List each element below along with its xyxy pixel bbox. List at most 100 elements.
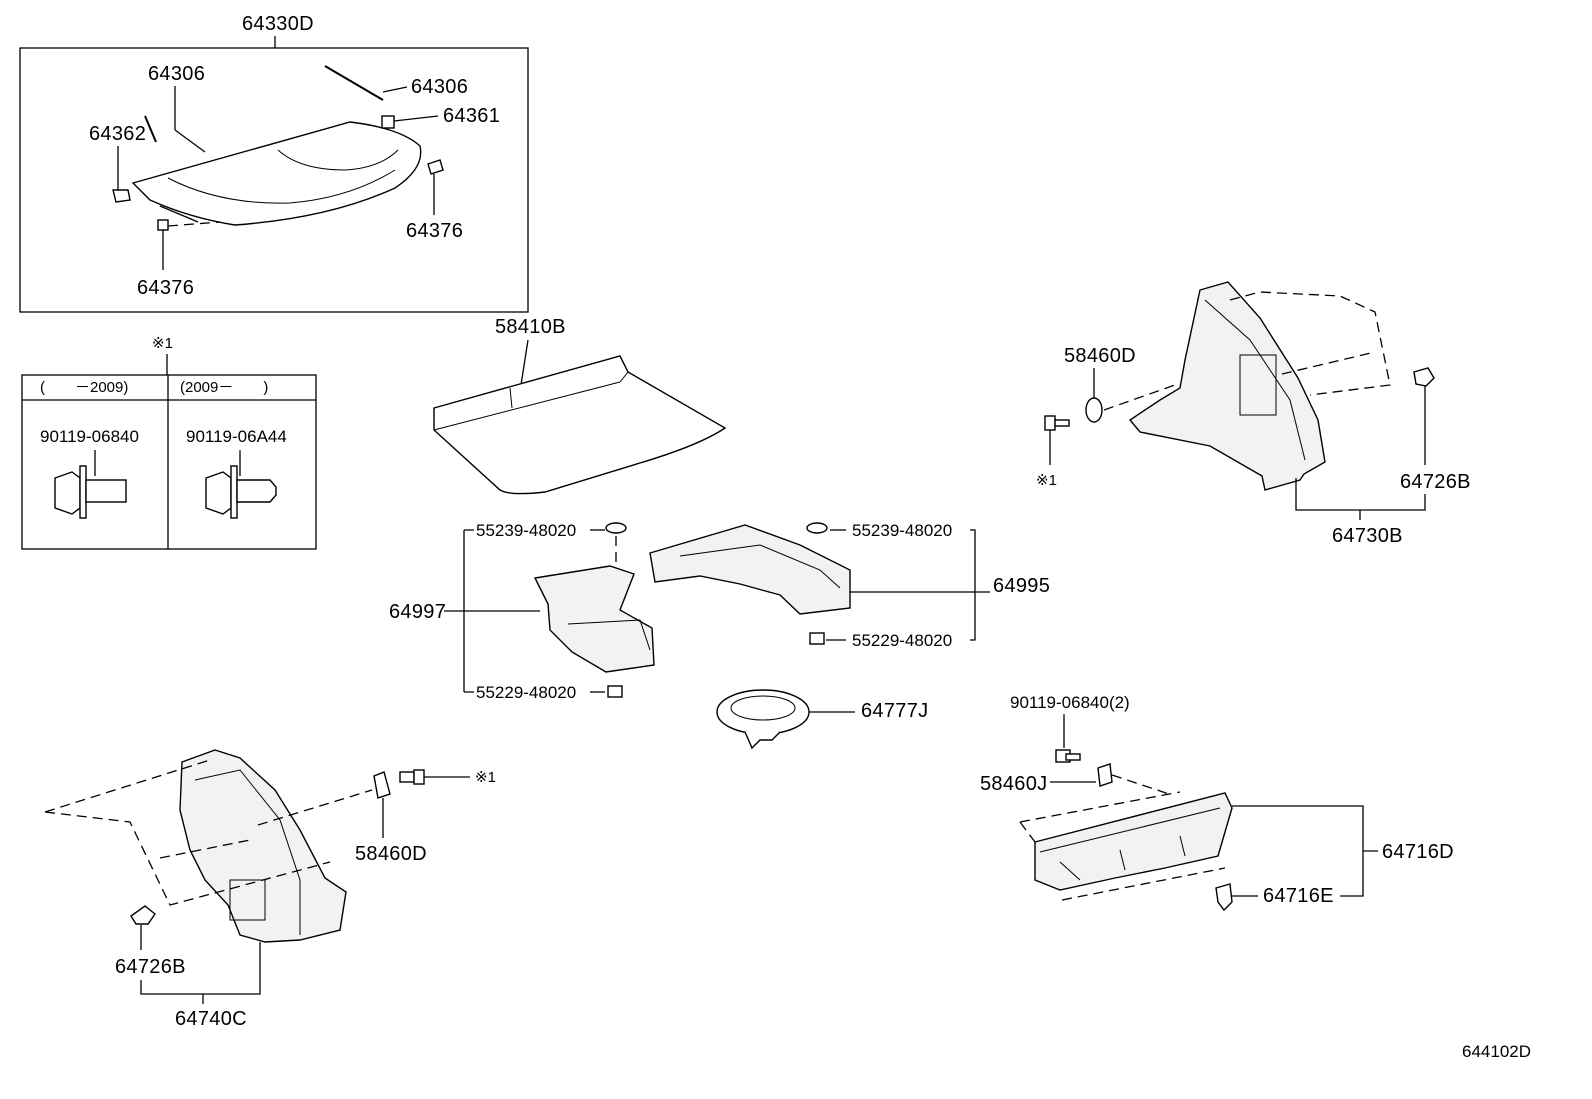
right-trim-dash-outline (1229, 291, 1391, 396)
tonneau-cover-group: 64330D 64306 64306 64361 64362 64376 643… (19, 13, 529, 313)
rear-trim-dash-outline (1019, 791, 1226, 901)
tray-group: 64777J (716, 689, 928, 750)
clip-64716e-icon (1215, 883, 1233, 912)
deck-board-group: 58410B (433, 316, 727, 495)
left-trim-dash-outline (44, 759, 331, 906)
label-64716e[interactable]: 64716E (1263, 885, 1334, 907)
inset-frame (21, 374, 317, 550)
right-trim-edge (1204, 299, 1306, 461)
left-trim-group: 58460D ※1 64726B 64740C (44, 749, 496, 1030)
holder-64376-bottom-icon (157, 219, 169, 231)
inset-header-right: (2009－ ) (180, 379, 268, 396)
label-64362[interactable]: 64362 (89, 123, 146, 145)
leader-64361 (393, 115, 439, 122)
clip-64362-icon (112, 189, 131, 203)
storage-box-left-group: 64997 55239-48020 55229-48020 (389, 521, 655, 702)
rear-trim-dash-2 (1111, 774, 1173, 796)
leader-58410b (520, 339, 529, 386)
label-64306-left[interactable]: 64306 (148, 63, 205, 85)
storage-box-left (533, 565, 655, 673)
rear-trim-panel (1034, 792, 1233, 891)
tonneau-box-frame (19, 47, 529, 313)
label-64777j[interactable]: 64777J (861, 700, 928, 722)
inset-part-right[interactable]: 90119-06A44 (186, 427, 287, 446)
clip-64361-icon (381, 115, 395, 129)
rod-left (144, 115, 157, 143)
washer-58460d-left-icon (373, 771, 391, 799)
inset-part-left[interactable]: 90119-06840 (40, 427, 139, 446)
label-64730b[interactable]: 64730B (1332, 525, 1403, 547)
clip-64726b-left-icon (130, 905, 156, 925)
tray-body (716, 689, 810, 735)
washer-58460d-icon (1085, 397, 1103, 423)
deck-edge-2 (433, 381, 621, 431)
bolt-small-right-icon (1044, 415, 1070, 431)
label-64330d[interactable]: 64330D (242, 13, 314, 35)
nut-58460j-icon (1097, 763, 1113, 787)
right-trim-panel (1128, 281, 1326, 491)
label-64376-bottom[interactable]: 64376 (137, 277, 194, 299)
bolt-small-left-icon (399, 769, 425, 785)
tonneau-cover-panel (131, 121, 422, 226)
left-trim-panel (179, 749, 347, 943)
bracket-64716d (1232, 805, 1378, 897)
bolt-icon-right (205, 465, 277, 519)
diagram-code: 644102D (1462, 1042, 1531, 1061)
inset-header-left: ( －2009) (40, 379, 128, 396)
right-trim-dash-2 (1281, 351, 1376, 375)
bracket-64997 (463, 529, 540, 693)
label-64361[interactable]: 64361 (443, 105, 500, 127)
note-mark-right: ※1 (1036, 472, 1057, 489)
label-55239-right[interactable]: 55239-48020 (852, 521, 952, 540)
inset-note-mark: ※1 (152, 335, 173, 352)
cover-contour (167, 169, 396, 204)
bolt-rear-icon (1055, 749, 1081, 763)
plug-55229-right-icon (809, 632, 825, 645)
deck-fold (509, 387, 513, 409)
cover-contour-2 (277, 149, 399, 171)
rod-bottom (159, 205, 199, 223)
label-64726b-right[interactable]: 64726B (1400, 471, 1471, 493)
rear-trim-group: 90119-06840(2) 58460J 64716E 64716D (980, 693, 1454, 912)
clip-64726b-right-icon (1413, 367, 1435, 387)
tray-inner (730, 695, 796, 721)
plug-55239-right-icon (806, 522, 828, 534)
left-trim-window (229, 879, 266, 921)
label-64716d[interactable]: 64716D (1382, 841, 1454, 863)
dash-bolt-right (1103, 384, 1176, 411)
box-left-detail (567, 619, 651, 651)
label-58460d-right[interactable]: 58460D (1064, 345, 1136, 367)
bracket-64995 (850, 529, 990, 641)
bolt-icon-left (54, 465, 127, 519)
label-58460d-left[interactable]: 58460D (355, 843, 427, 865)
holder-64376-right-icon (427, 159, 444, 175)
label-64995[interactable]: 64995 (993, 575, 1050, 597)
label-64306-right[interactable]: 64306 (411, 76, 468, 98)
note-mark-left: ※1 (475, 769, 496, 786)
tray-foot (744, 731, 781, 750)
deck-edge-3 (619, 371, 629, 383)
plug-55239-left-icon (605, 522, 627, 534)
label-64997[interactable]: 64997 (389, 601, 446, 623)
label-55239-left[interactable]: 55239-48020 (476, 521, 576, 540)
label-58460j[interactable]: 58460J (980, 773, 1047, 795)
bolt-inset-table: ※1 ( －2009) (2009－ ) 90119-06840 90119-0… (21, 335, 317, 550)
label-64726b-left[interactable]: 64726B (115, 956, 186, 978)
box-right-detail (679, 544, 841, 589)
leader-64306-left-b (174, 129, 206, 153)
label-55229-right[interactable]: 55229-48020 (852, 631, 952, 650)
bracket-64740c (140, 942, 261, 995)
leader-64306-right (382, 86, 408, 93)
label-90119-rear[interactable]: 90119-06840(2) (1010, 693, 1130, 712)
storage-box-right (649, 524, 851, 615)
label-58410b[interactable]: 58410B (495, 316, 566, 338)
dash-64376-bottom (167, 221, 221, 227)
rear-trim-detail (1039, 807, 1221, 881)
label-55229-left[interactable]: 55229-48020 (476, 683, 576, 702)
label-64376-right[interactable]: 64376 (406, 220, 463, 242)
rod-right (324, 65, 384, 101)
label-64740c[interactable]: 64740C (175, 1008, 247, 1030)
left-trim-dash-2 (159, 789, 373, 859)
